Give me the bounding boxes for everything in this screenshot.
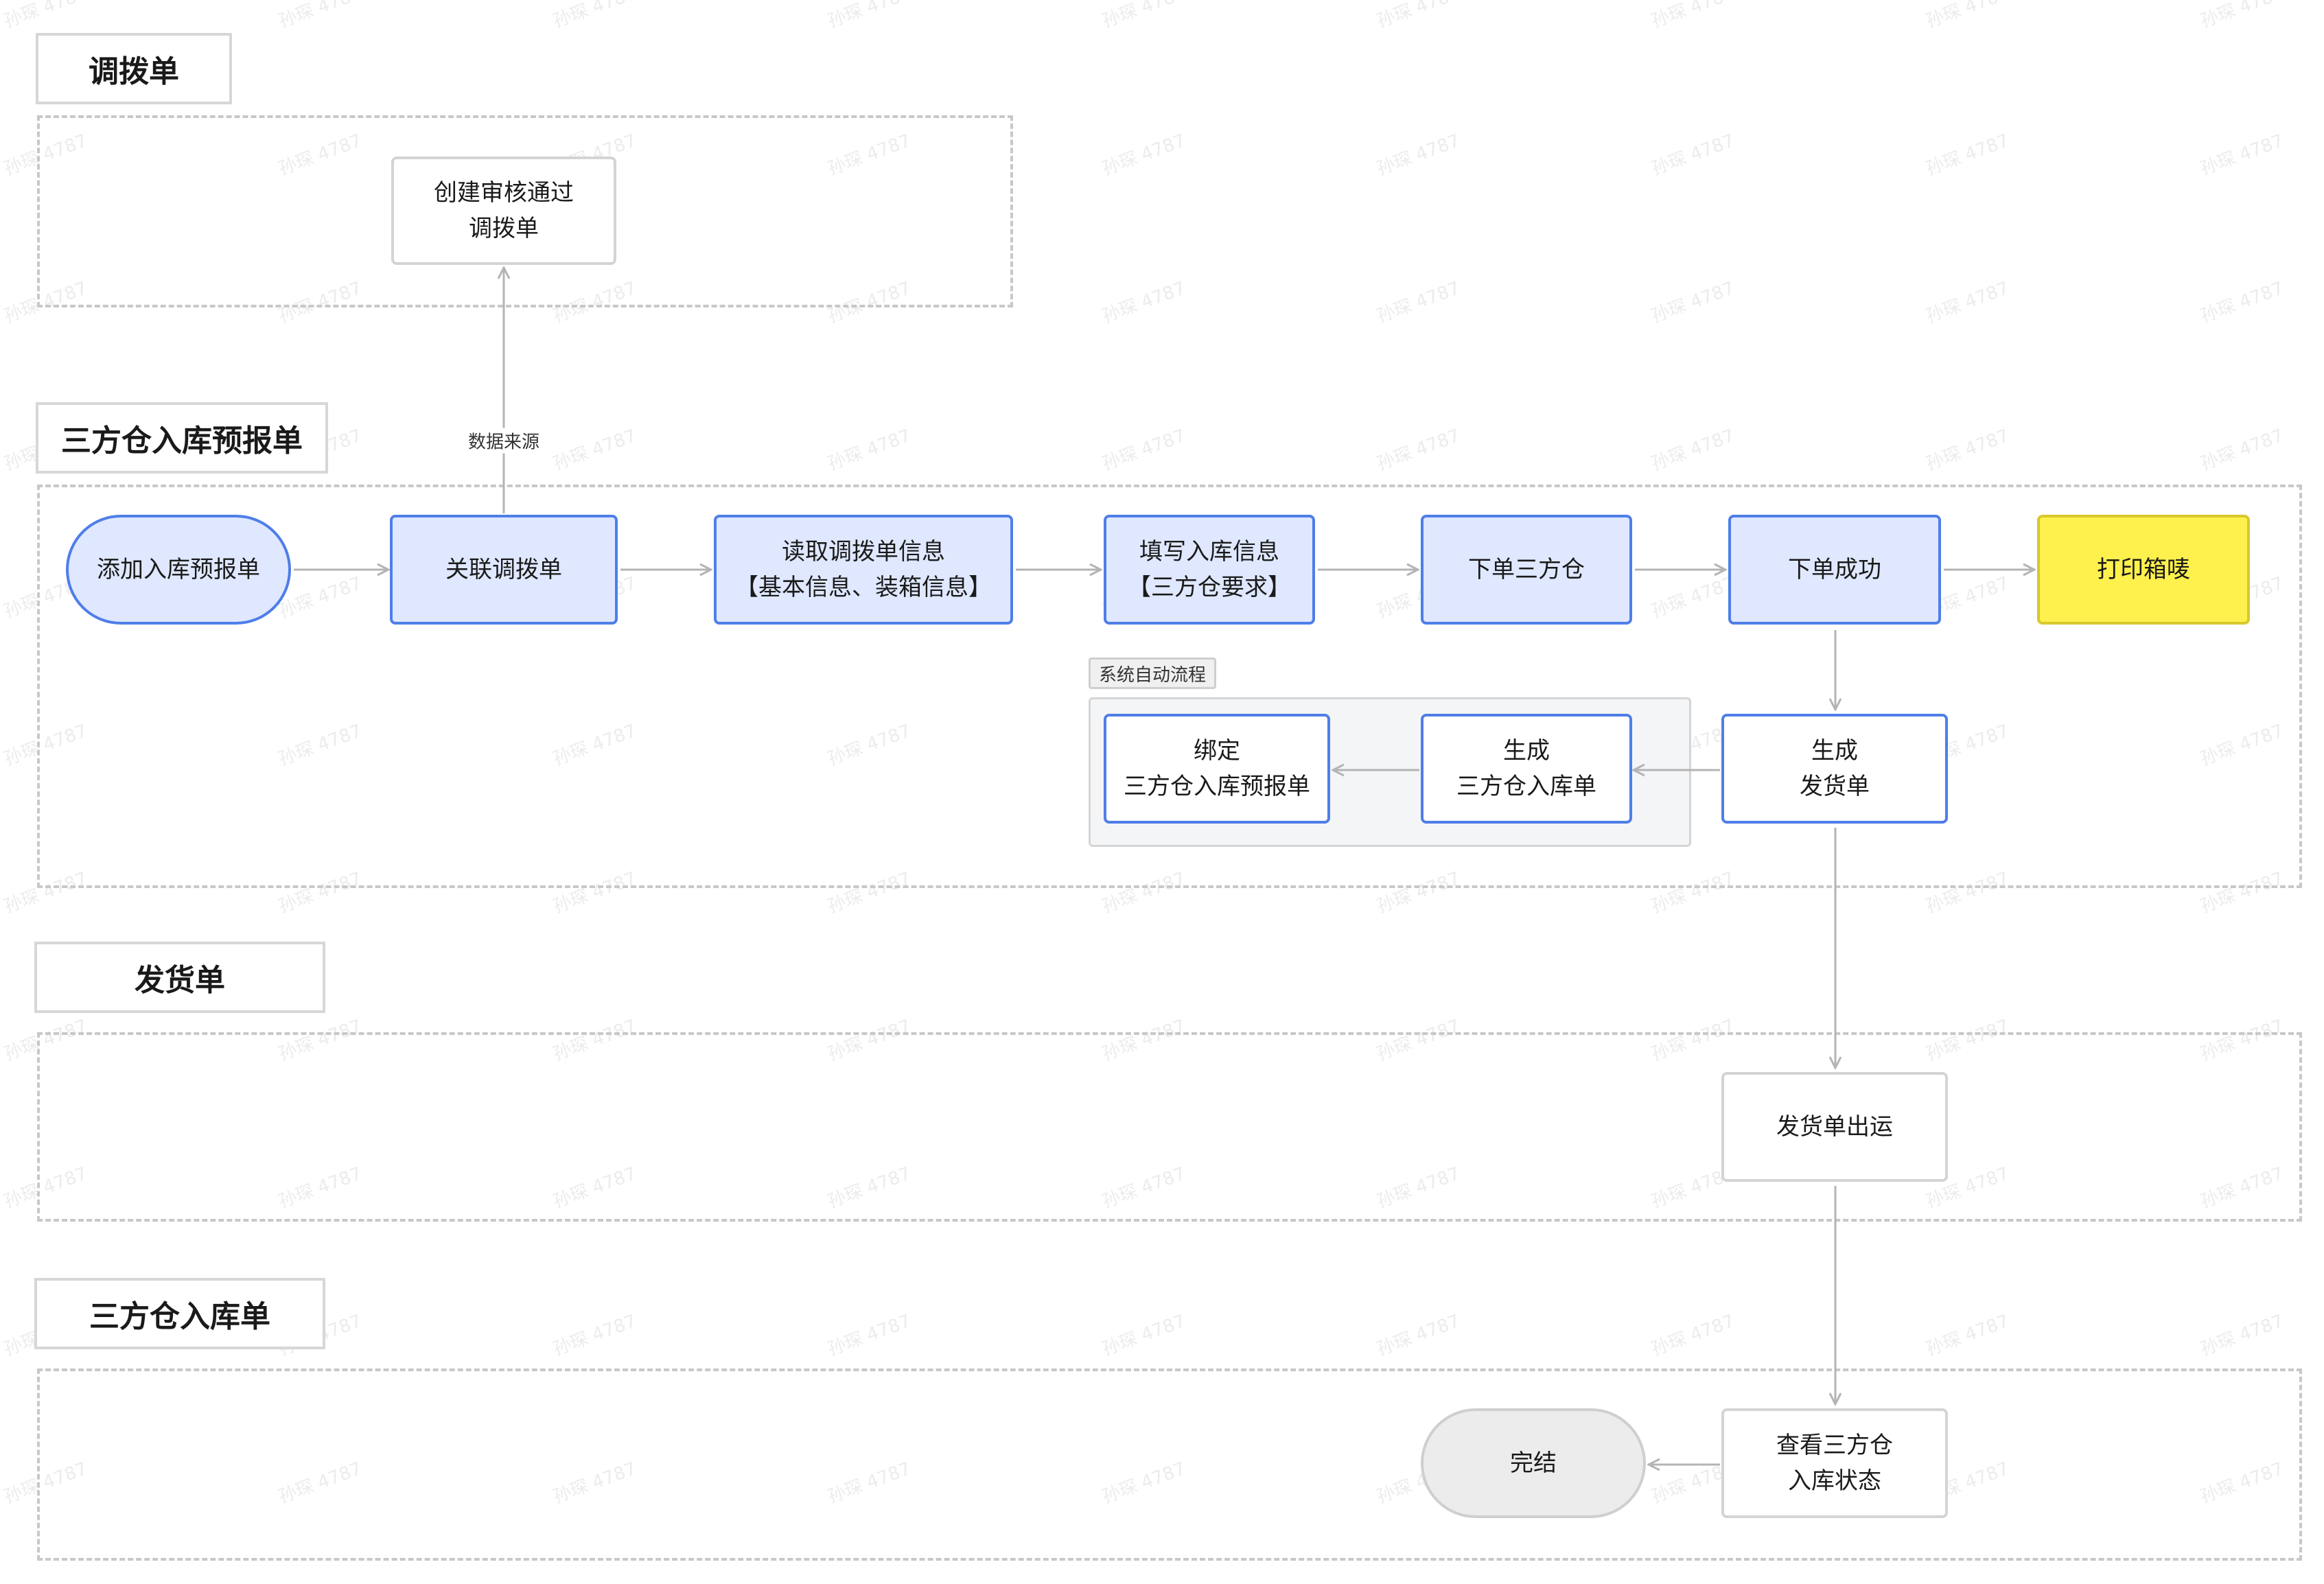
node-bind-prereport[interactable]: 绑定 三方仓入库预报单 (1104, 714, 1330, 824)
node-check-status[interactable]: 查看三方仓 入库状态 (1721, 1408, 1948, 1518)
auto-process-tag: 系统自动流程 (1089, 657, 1216, 689)
node-create-transfer[interactable]: 创建审核通过 调拨单 (391, 156, 616, 265)
lane-title-shipment: 发货单 (34, 942, 325, 1013)
node-print-label[interactable]: 打印箱唛 (2037, 515, 2250, 625)
node-finish[interactable]: 完结 (1421, 1408, 1646, 1518)
node-order-success[interactable]: 下单成功 (1728, 515, 1941, 625)
lane-transfer (37, 115, 1013, 307)
lane-inbound (37, 1368, 2302, 1561)
lane-title-inbound: 三方仓入库单 (34, 1278, 325, 1349)
node-add-prereport[interactable]: 添加入库预报单 (66, 515, 291, 625)
node-gen-inbound[interactable]: 生成 三方仓入库单 (1421, 714, 1632, 824)
lane-shipment (37, 1032, 2302, 1222)
lane-title-prereport: 三方仓入库预报单 (36, 402, 328, 474)
node-read-transfer[interactable]: 读取调拨单信息 【基本信息、装箱信息】 (714, 515, 1013, 625)
node-gen-shipment[interactable]: 生成 发货单 (1721, 714, 1948, 824)
lane-prereport (37, 485, 2302, 888)
node-link-transfer[interactable]: 关联调拨单 (390, 515, 618, 625)
edge-label-data-source: 数据来源 (463, 428, 544, 454)
lane-title-transfer: 调拨单 (36, 33, 232, 104)
node-order-3pw[interactable]: 下单三方仓 (1421, 515, 1632, 625)
node-ship-out[interactable]: 发货单出运 (1721, 1072, 1948, 1182)
node-fill-inbound[interactable]: 填写入库信息 【三方仓要求】 (1104, 515, 1315, 625)
